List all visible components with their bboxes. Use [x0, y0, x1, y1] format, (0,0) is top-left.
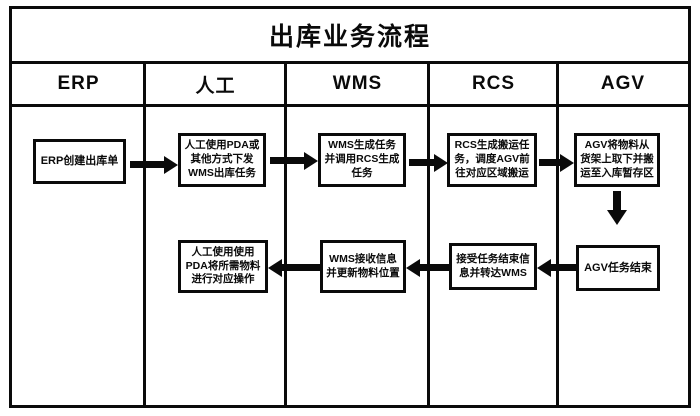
lane-header-rcs: RCS — [471, 73, 516, 94]
node-manual-pda-operate-material[interactable]: 人工使用使用PDA将所需物料进行对应操作 — [178, 240, 268, 293]
swimlane-frame: 出库业务流程 ERP 人工 WMS RCS AGV — [9, 6, 691, 408]
lane-header-row: ERP 人工 WMS RCS AGV — [12, 64, 688, 107]
node-rcs-generate-transport-task[interactable]: RCS生成搬运任务，调度AGV前往对应区域搬运 — [447, 133, 537, 187]
lane-divider-4 — [556, 64, 559, 408]
node-agv-pick-and-transport[interactable]: AGV将物料从货架上取下并搬运至入库暂存区 — [574, 133, 660, 187]
node-wms-update-material-location[interactable]: WMS接收信息并更新物料位置 — [320, 240, 406, 293]
diagram-title: 出库业务流程 — [268, 23, 431, 51]
lane-divider-1 — [143, 64, 146, 408]
lane-header-erp: ERP — [57, 73, 100, 94]
lane-header-wms: WMS — [332, 73, 383, 94]
lane-divider-3 — [427, 64, 430, 408]
node-erp-create-outbound-order[interactable]: ERP创建出库单 — [33, 139, 126, 184]
node-rcs-receive-finish-notify-wms[interactable]: 接受任务结束信息并转达WMS — [449, 243, 537, 290]
node-manual-issue-wms-task[interactable]: 人工使用PDA或其他方式下发WMS出库任务 — [178, 133, 266, 187]
node-agv-task-finished[interactable]: AGV任务结束 — [576, 245, 660, 291]
lane-header-agv: AGV — [600, 73, 646, 94]
lane-header-manual: 人工 — [195, 75, 236, 97]
lane-divider-2 — [284, 64, 287, 408]
diagram-title-row: 出库业务流程 — [12, 9, 688, 64]
node-wms-generate-task[interactable]: WMS生成任务并调用RCS生成任务 — [318, 133, 406, 187]
